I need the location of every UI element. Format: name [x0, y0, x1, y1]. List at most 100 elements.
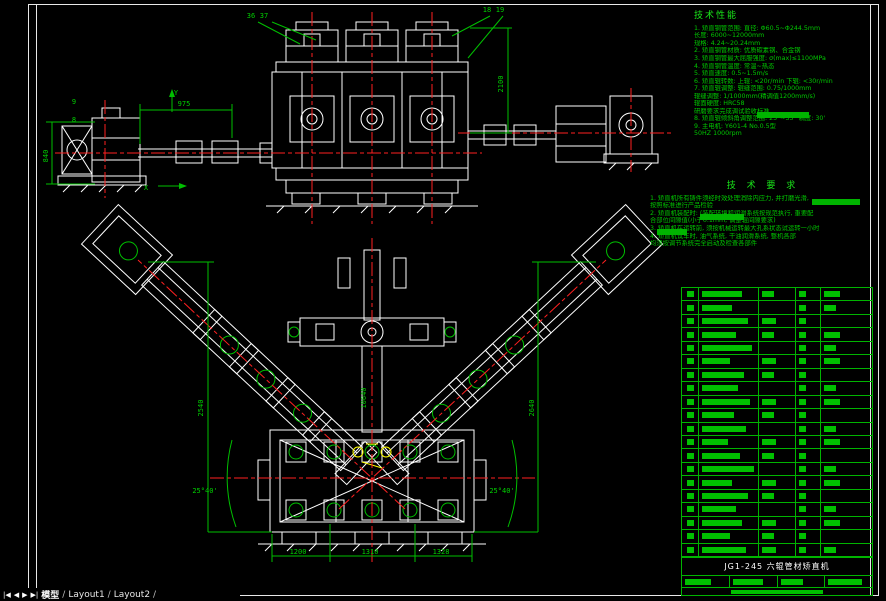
parts-table-cell — [698, 462, 758, 476]
table-text-bar — [762, 331, 774, 338]
parts-table-cell — [758, 435, 795, 449]
parts-table-cell — [758, 301, 795, 314]
sheet-border — [28, 4, 879, 596]
tab-模型[interactable]: 模型 — [41, 591, 60, 601]
parts-table-cell — [698, 368, 758, 382]
tab-nav-button[interactable]: |◀ — [3, 590, 11, 599]
table-text-bar — [799, 371, 806, 378]
parts-table-cell — [682, 423, 698, 435]
parts-table-cell — [820, 395, 866, 409]
parts-table-cell — [698, 530, 758, 543]
parts-table-cell — [758, 476, 795, 489]
parts-table-cell — [698, 476, 758, 489]
table-text-bar — [824, 291, 840, 298]
tab-Layout2[interactable]: Layout2 — [113, 589, 151, 600]
tab-bar: |◀◀▶▶|模型/Layout1/Layout2/ — [0, 588, 240, 601]
parts-table-cell — [795, 503, 820, 516]
tab-Layout1[interactable]: Layout1 — [68, 589, 105, 600]
text-highlight — [757, 112, 809, 118]
parts-table-row — [682, 515, 872, 530]
parts-table-cell — [698, 435, 758, 449]
tech-text-line: 8. 矫直辊倾斜角调整范围: 25°~35° 精度: 30' — [694, 115, 826, 123]
parts-table-row — [682, 502, 872, 516]
dimension-label: 975 — [178, 100, 191, 108]
parts-table-cell — [682, 301, 698, 313]
dimension-label: 840 — [42, 150, 50, 163]
callout-label: X — [144, 184, 149, 192]
table-text-bar — [799, 452, 806, 459]
table-text-bar — [762, 371, 774, 378]
parts-table-cell — [698, 543, 758, 557]
table-text-bar — [799, 318, 806, 325]
parts-table-cell — [758, 422, 795, 435]
parts-table-cell — [758, 409, 795, 422]
parts-table-cell — [795, 462, 820, 476]
dimension-lines — [46, 15, 596, 562]
table-text-bar — [702, 493, 748, 500]
callout-label: 9 — [72, 98, 76, 106]
parts-table-cell — [682, 355, 698, 367]
parts-table-cell — [758, 462, 795, 476]
table-text-bar — [824, 304, 836, 311]
table-text-bar — [799, 385, 806, 392]
tech-requirements-lines: 1. 矫直机所有铸件须经时效处理消除内应力, 并打磨光滑, 按照标准进行产品检验… — [650, 195, 876, 248]
parts-table-cell — [758, 516, 795, 530]
parts-table — [681, 287, 873, 557]
parts-table-cell — [758, 314, 795, 328]
table-text-bar — [702, 412, 734, 419]
text-highlight — [812, 199, 860, 205]
tab-nav-button[interactable]: ◀ — [13, 590, 20, 599]
table-text-bar — [686, 398, 694, 405]
parts-table-cell — [698, 409, 758, 422]
table-text-bar — [824, 398, 840, 405]
parts-table-cell — [758, 489, 795, 503]
parts-table-row — [682, 313, 872, 328]
table-text-bar — [799, 358, 806, 365]
table-text-bar — [762, 452, 774, 459]
parts-table-cell — [698, 301, 758, 314]
dimension-label: 2640 — [528, 400, 536, 417]
parts-table-row — [682, 434, 872, 449]
parts-table-cell — [795, 489, 820, 503]
parts-table-cell — [698, 314, 758, 328]
parts-table-cell — [795, 341, 820, 355]
table-text-bar — [702, 546, 746, 553]
table-text-bar — [828, 578, 863, 585]
table-text-bar — [799, 479, 806, 486]
tech-text-line: 1. 矫直机所有铸件须经时效处理消除内应力, 并打磨光滑, — [650, 194, 809, 202]
footer-text-bar — [731, 589, 823, 594]
tab-nav-button[interactable]: ▶ — [22, 590, 28, 599]
table-text-bar — [824, 479, 840, 486]
tech-text-line: 3. 矫直钢管最大屈服强度: σ(max)≤1100MPa — [694, 54, 826, 62]
table-text-bar — [702, 398, 750, 405]
tech-text-line: 均须按调节系统完全启动及检查各部件 — [650, 240, 758, 248]
parts-table-cell — [820, 301, 866, 314]
tab-nav-button[interactable]: ▶| — [30, 590, 39, 599]
parts-table-row — [682, 300, 872, 314]
parts-table-row — [682, 461, 872, 476]
tech-text-line: 研磨要求完成调试验收标准 — [694, 107, 770, 115]
table-text-bar — [702, 439, 728, 446]
table-text-bar — [702, 318, 748, 325]
parts-table-row — [682, 488, 872, 503]
parts-table-row — [682, 542, 872, 557]
callout-label: Y — [174, 89, 179, 97]
parts-table-cell — [698, 503, 758, 516]
tech-text-line: 9. 主电机: Y601-4 No.0.5型 — [694, 122, 776, 130]
tab-separator: / — [107, 589, 111, 600]
parts-table-cell — [758, 543, 795, 557]
parts-table-cell — [820, 382, 866, 395]
table-text-bar — [686, 466, 694, 473]
tech-performance-lines: 1. 矫直钢管范围: 直径: Φ60.5~Φ244.5mm 长度: 6000~1… — [694, 25, 876, 138]
parts-table-cell — [820, 422, 866, 435]
tech-text-line: 长度: 6000~12000mm — [694, 32, 765, 40]
table-text-bar — [686, 533, 694, 540]
table-text-bar — [702, 345, 752, 352]
table-text-bar — [686, 371, 694, 378]
parts-table-cell — [820, 328, 866, 341]
parts-table-cell — [795, 382, 820, 395]
table-text-bar — [762, 533, 774, 540]
table-text-bar — [702, 519, 742, 526]
